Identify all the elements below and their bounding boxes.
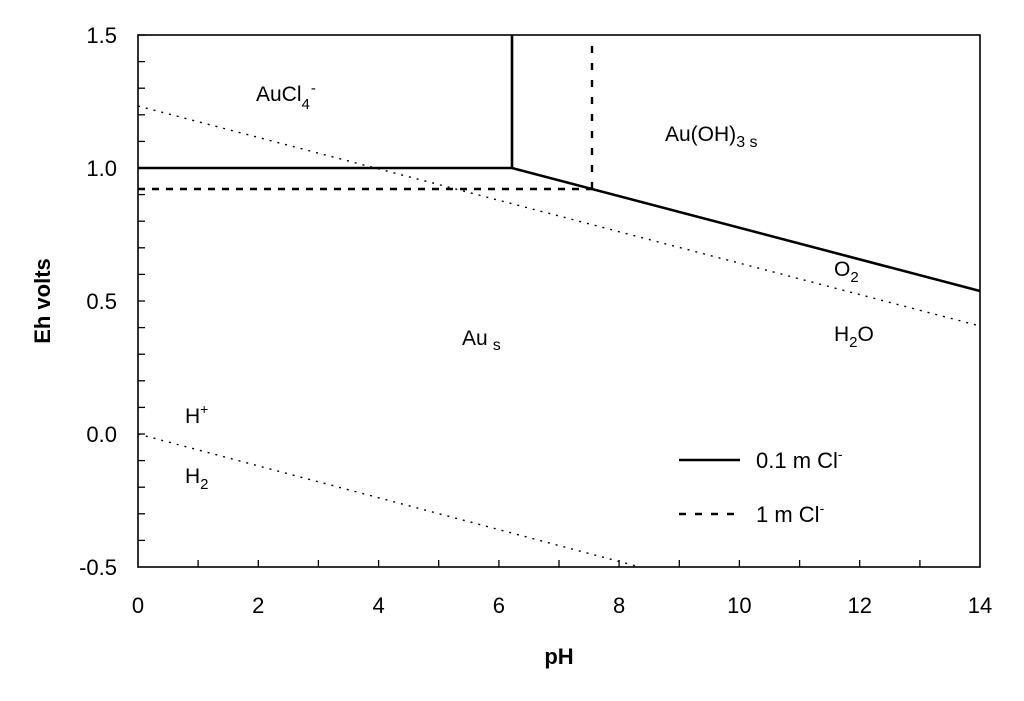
y-tick-label: -0.5 (79, 555, 117, 580)
y-tick-label: 1.5 (86, 23, 117, 48)
o2-h2o-line (137, 105, 981, 327)
region-label-auoh3: Au(OH)3 s (665, 123, 758, 151)
label-o2: O2 (834, 258, 859, 286)
legend: 0.1 m Cl- 1 m Cl- (679, 446, 843, 527)
legend-dashed-label: 1 m Cl- (756, 500, 825, 527)
x-axis-title: pH (544, 644, 573, 669)
x-tick-label: 0 (132, 593, 144, 618)
plot-frame (137, 34, 981, 568)
x-tick-labels: 0 2 4 6 8 10 12 14 (132, 593, 992, 618)
y-tick-label: 1.0 (86, 156, 117, 181)
y-tick-label: 0.5 (86, 289, 117, 314)
y-tick-labels: 1.5 1.0 0.5 0.0 -0.5 (79, 23, 117, 580)
x-tick-label: 4 (372, 593, 384, 618)
y-axis-ticks (138, 34, 145, 542)
label-h2o: H2O (834, 323, 874, 351)
h-h2-line (137, 433, 641, 568)
y-axis-title: Eh volts (30, 258, 55, 344)
x-tick-label: 10 (727, 593, 751, 618)
x-tick-label: 6 (493, 593, 505, 618)
y-tick-label: 0.0 (86, 422, 117, 447)
label-h-plus: H+ (185, 401, 208, 428)
legend-solid-label: 0.1 m Cl- (756, 446, 843, 473)
x-tick-label: 12 (847, 593, 871, 618)
x-tick-label: 14 (968, 593, 992, 618)
label-h2: H2 (185, 465, 209, 493)
x-tick-label: 2 (252, 593, 264, 618)
x-axis-ticks (197, 560, 921, 567)
region-label-aucl4: AuCl4- (256, 80, 316, 113)
x-tick-label: 8 (613, 593, 625, 618)
